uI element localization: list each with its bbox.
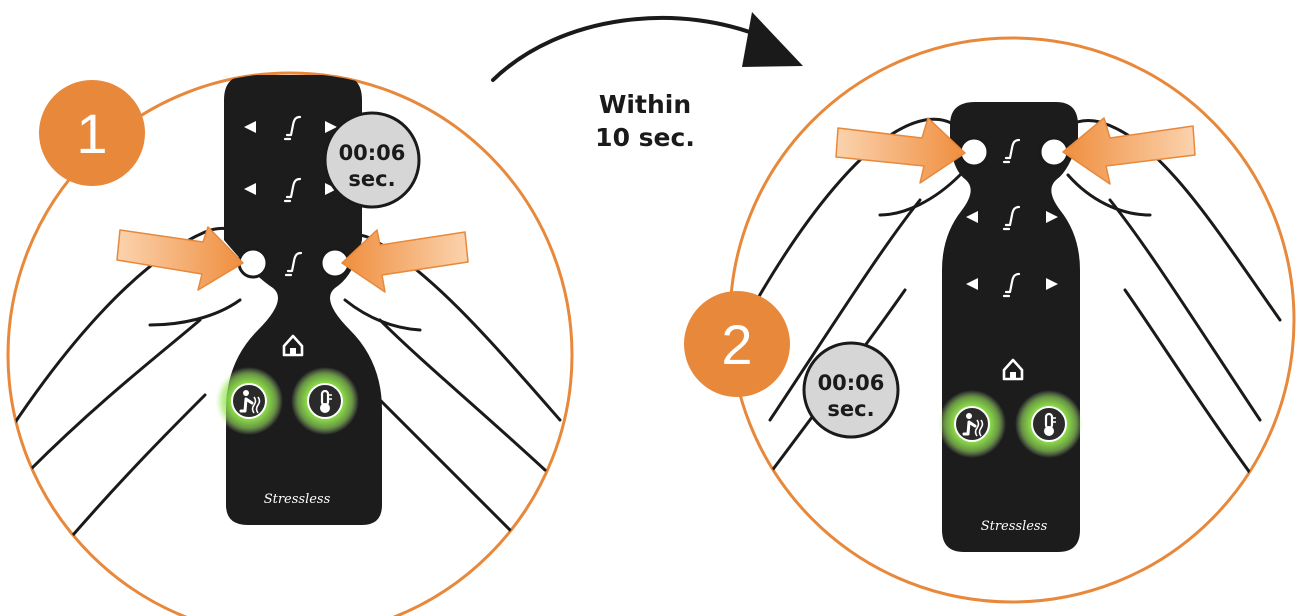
timer-2-time: 00:06	[818, 371, 885, 395]
remote-control-2	[942, 102, 1080, 552]
brand-logo: Stressless	[264, 492, 331, 507]
timer-1-unit: sec.	[348, 167, 395, 191]
within-label: Within	[599, 90, 691, 119]
massage-button[interactable]	[230, 382, 268, 420]
heat-button[interactable]	[306, 382, 344, 420]
brand-logo-2: Stressless	[981, 519, 1048, 534]
step-1-panel: Stressless 1 00:06 sec.	[6, 71, 574, 616]
timer-2-unit: sec.	[827, 397, 874, 421]
heat-button-2[interactable]	[1030, 405, 1068, 443]
step-2-badge	[684, 291, 790, 397]
step-2-number: 2	[721, 313, 752, 376]
duration-label: 10 sec.	[595, 123, 695, 152]
step-2-panel: Stressless 2 00:06 sec.	[684, 36, 1296, 604]
transition: Within 10 sec.	[491, 12, 803, 152]
curved-arrow-icon	[491, 15, 772, 82]
curved-arrow-head	[742, 12, 803, 67]
timer-bubble-2: 00:06 sec.	[802, 341, 900, 439]
step-1-number: 1	[76, 102, 107, 165]
press-arrow-icon-left	[116, 226, 244, 291]
press-arrow-icon-right	[341, 229, 469, 293]
timer-1-time: 00:06	[339, 141, 406, 165]
press-arrow-icon-right-2	[1062, 117, 1196, 185]
step-1-badge	[39, 80, 145, 186]
timer-bubble-1: 00:06 sec.	[323, 111, 421, 209]
press-arrow-icon-left-2	[835, 117, 966, 184]
massage-button-2[interactable]	[953, 405, 991, 443]
